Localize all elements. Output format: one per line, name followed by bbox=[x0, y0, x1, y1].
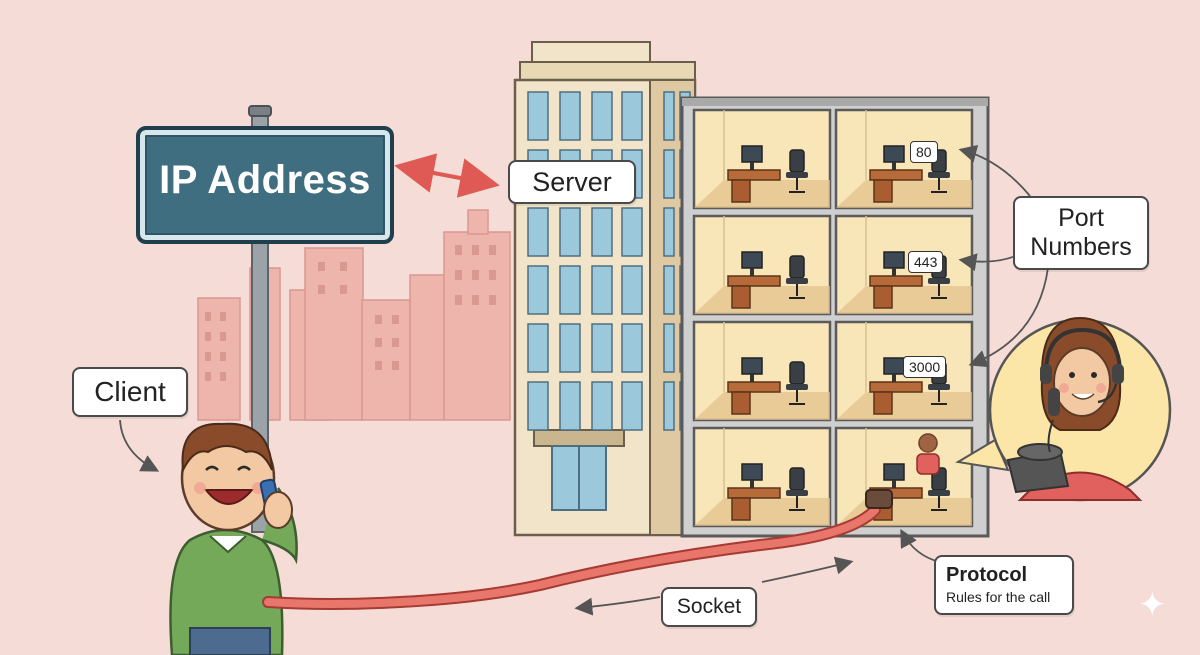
tower-window bbox=[560, 382, 580, 430]
tower-window bbox=[560, 92, 580, 140]
office-room bbox=[836, 110, 972, 208]
socket-label-text: Socket bbox=[663, 589, 755, 625]
port-badge-443: 443 bbox=[908, 251, 943, 273]
tower-window bbox=[622, 324, 642, 372]
room-receptionist bbox=[917, 434, 939, 474]
tower-side-window bbox=[664, 266, 674, 314]
port-badge-3000: 3000 bbox=[903, 356, 946, 378]
ip-address-label: IP Address bbox=[140, 158, 390, 203]
tower-window bbox=[528, 382, 548, 430]
port-badge-80: 80 bbox=[910, 141, 938, 163]
tower-window bbox=[528, 266, 548, 314]
tower-window bbox=[622, 266, 642, 314]
client-label-text: Client bbox=[74, 369, 186, 415]
socket-label: Socket bbox=[661, 587, 757, 627]
protocol-label: Protocol Rules for the call bbox=[934, 555, 1074, 615]
tower-window bbox=[622, 208, 642, 256]
port-3000-text: 3000 bbox=[909, 359, 940, 375]
office-room bbox=[694, 110, 830, 208]
tower-window bbox=[622, 92, 642, 140]
tower-window bbox=[528, 324, 548, 372]
office-room bbox=[694, 322, 830, 420]
tower-side-window bbox=[664, 382, 674, 430]
port-numbers-line2: Numbers bbox=[1015, 232, 1147, 262]
protocol-label-text: Protocol bbox=[946, 564, 1072, 586]
tower-window bbox=[592, 324, 612, 372]
port-numbers-label: Port Numbers bbox=[1013, 196, 1149, 270]
client-person bbox=[170, 424, 296, 655]
ip-server-arrow bbox=[402, 167, 492, 184]
office-room bbox=[694, 428, 830, 526]
operator-bubble bbox=[958, 318, 1170, 500]
socket-jack bbox=[866, 490, 892, 508]
tower-window bbox=[592, 92, 612, 140]
client-label: Client bbox=[72, 367, 188, 417]
tower-window bbox=[528, 208, 548, 256]
protocol-subtext: Rules for the call bbox=[946, 588, 1072, 606]
tower-side-window bbox=[664, 208, 674, 256]
tower-window bbox=[592, 382, 612, 430]
office-room bbox=[694, 216, 830, 314]
tower-window bbox=[560, 266, 580, 314]
tower-window bbox=[592, 266, 612, 314]
ip-address-sign: IP Address bbox=[136, 126, 394, 244]
sparkle-icon: ✦ bbox=[1138, 588, 1167, 622]
tower-window bbox=[592, 208, 612, 256]
office-room bbox=[836, 216, 972, 314]
tower-window bbox=[622, 382, 642, 430]
tower-side-window bbox=[664, 324, 674, 372]
tower-side-window bbox=[664, 150, 674, 198]
tower-side-window bbox=[664, 92, 674, 140]
office-room bbox=[836, 428, 972, 526]
tower-window bbox=[560, 208, 580, 256]
port-443-text: 443 bbox=[914, 254, 937, 270]
server-label-text: Server bbox=[510, 162, 634, 202]
port-numbers-line1: Port bbox=[1015, 204, 1147, 232]
server-label: Server bbox=[508, 160, 636, 204]
tower-window bbox=[528, 92, 548, 140]
port-80-text: 80 bbox=[916, 144, 932, 160]
tower-window bbox=[560, 324, 580, 372]
